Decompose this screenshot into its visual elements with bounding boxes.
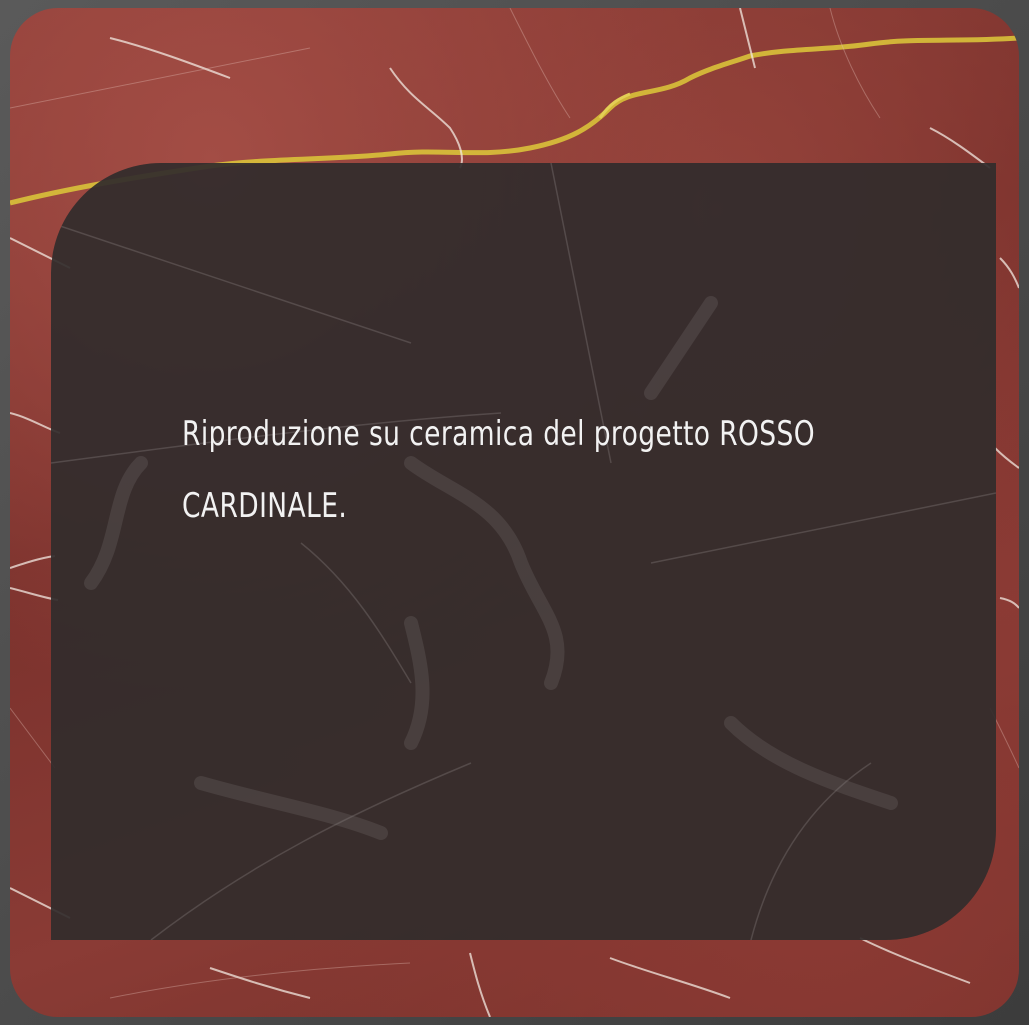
project-description-text: Riproduzione su ceramica del progetto RO… <box>182 414 816 526</box>
panel-marble-texture <box>51 163 996 940</box>
text-panel: Riproduzione su ceramica del progetto RO… <box>51 163 996 940</box>
